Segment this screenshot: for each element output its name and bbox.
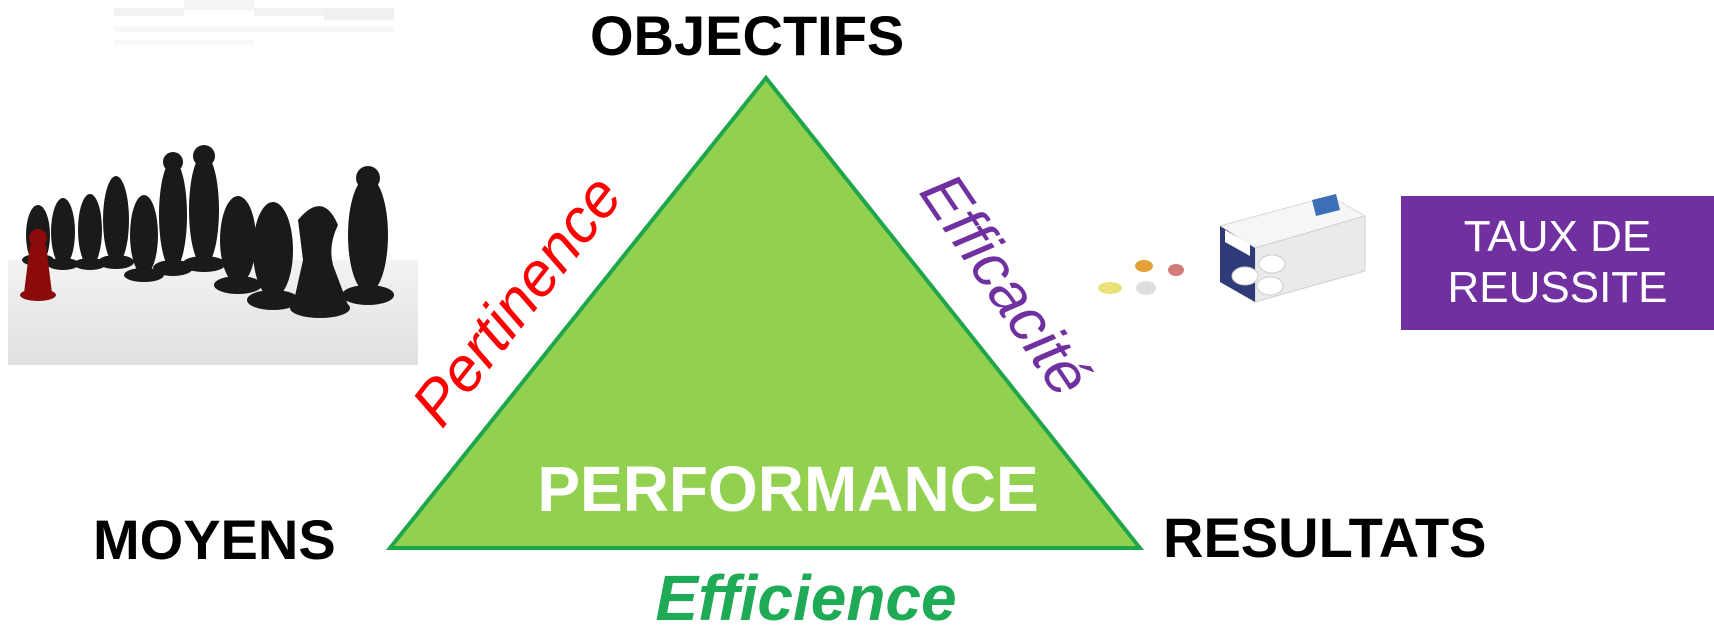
box-line-1: TAUX DE [1463,212,1652,262]
chess-pieces-image [8,145,418,365]
performance-label: PERFORMANCE [537,453,1038,525]
box-line-2: REUSSITE [1447,263,1668,312]
pills-box-image [1098,194,1367,303]
taux-de-reussite-box: TAUX DE REUSSITE [1401,196,1714,330]
performance-triangle [385,74,1145,550]
efficience-label: Efficience [655,562,956,628]
resultats-label: RESULTATS [1163,506,1487,569]
objectifs-label: OBJECTIFS [590,4,905,67]
faint-header-decoration [114,0,394,45]
moyens-label: MOYENS [93,508,336,571]
